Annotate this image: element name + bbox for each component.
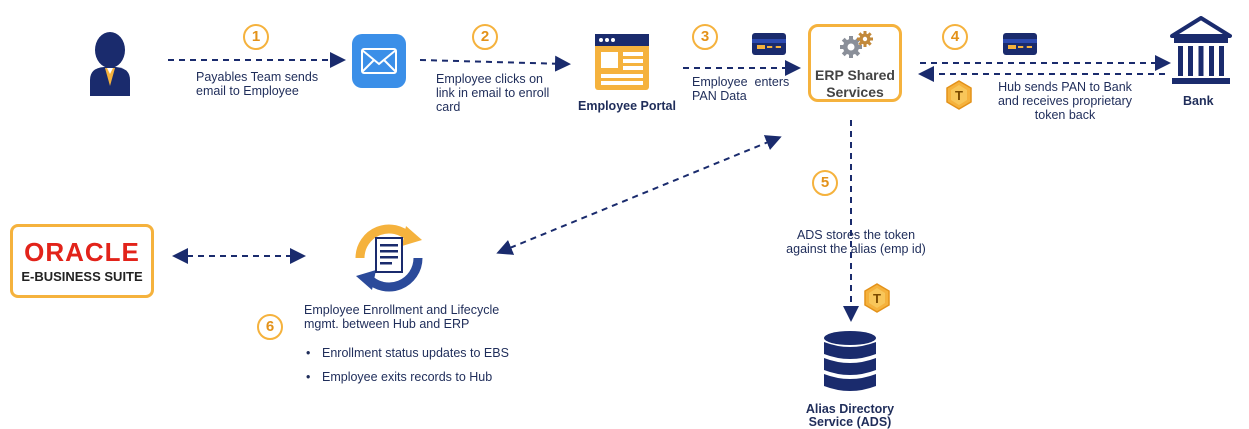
step-4-badge: 4 — [942, 24, 968, 50]
oracle-ebs-box: ORACLE E-BUSINESS SUITE — [10, 224, 154, 298]
step-4-text: Hub sends PAN to Bank and receives propr… — [997, 80, 1133, 122]
ebs-label: E-BUSINESS SUITE — [21, 269, 143, 284]
bank-icon — [1170, 16, 1232, 86]
step-5-text: ADS stores the token against the alias (… — [786, 228, 926, 256]
bullet-item: Employee exits records to Hub — [302, 370, 542, 384]
token-icon-ads: T — [864, 283, 890, 313]
payables-user-icon — [88, 30, 132, 98]
step-1-badge: 1 — [243, 24, 269, 50]
erp-label-line2: Services — [826, 84, 884, 100]
arrow-email-to-portal — [419, 55, 571, 72]
token-letter: T — [873, 291, 881, 306]
token-letter: T — [955, 88, 963, 103]
ads-label-line2: Service (ADS) — [808, 415, 892, 429]
arrow-erp-to-lifecycle — [496, 135, 782, 255]
bullet-item: Enrollment status updates to EBS — [302, 346, 542, 360]
employee-portal-label: Employee Portal — [578, 99, 676, 113]
database-icon — [822, 330, 878, 396]
email-icon — [352, 34, 406, 88]
step-6-text: Employee Enrollment and Lifecycle mgmt. … — [304, 303, 500, 331]
step-6-bullets: Enrollment status updates to EBS Employe… — [302, 346, 542, 394]
step-1-text: Payables Team sends email to Employee — [196, 70, 319, 98]
credit-card-icon — [752, 33, 786, 55]
step-2-text: Employee clicks on link in email to enro… — [436, 72, 550, 114]
gears-icon — [837, 29, 877, 59]
step-5-badge: 5 — [812, 170, 838, 196]
token-icon-bank-return: T — [946, 80, 972, 110]
step-3-line1: Employee enters — [692, 75, 790, 89]
step-3-badge: 3 — [692, 24, 718, 50]
ads-label-line1: Alias Directory — [805, 402, 895, 416]
bank-label: Bank — [1183, 94, 1214, 108]
employee-portal-icon — [595, 34, 649, 90]
credit-card-icon-bank — [1003, 33, 1037, 55]
erp-shared-services-box: ERP Shared Services — [808, 24, 902, 102]
step-2-badge: 2 — [472, 24, 498, 50]
erp-label-line1: ERP Shared — [815, 67, 895, 83]
lifecycle-document-icon — [340, 222, 438, 294]
oracle-logo: ORACLE — [24, 237, 140, 267]
step-3-line2: PAN Data — [692, 89, 747, 103]
step-6-badge: 6 — [257, 314, 283, 340]
